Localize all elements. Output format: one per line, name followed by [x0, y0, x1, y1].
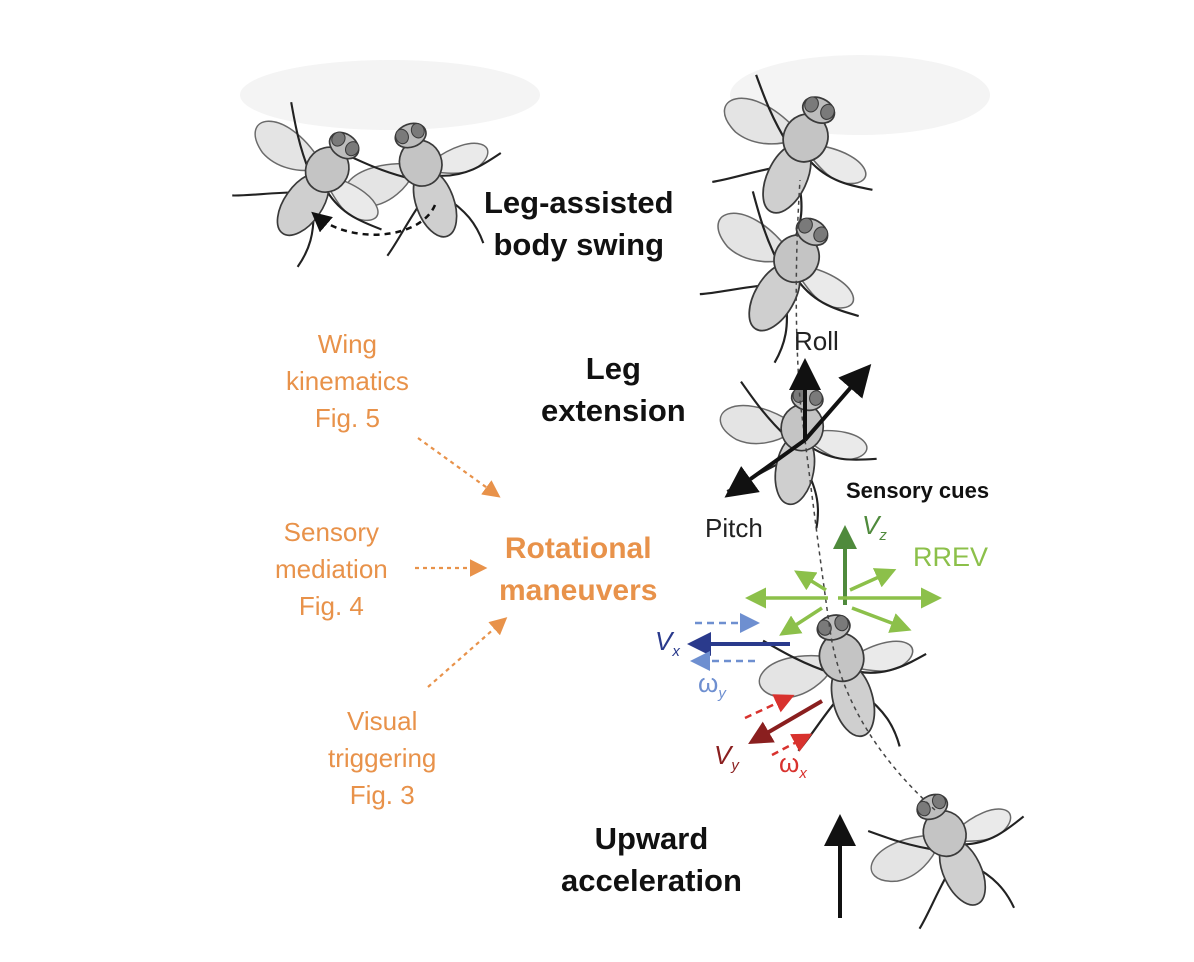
leg-extension-line2: extension: [541, 393, 686, 428]
sensory-line2: mediation: [275, 554, 388, 584]
leg-assisted-line1: Leg-assisted: [484, 185, 674, 220]
vz-main: V: [862, 510, 880, 540]
rotational-maneuvers-label: Rotational maneuvers: [499, 528, 657, 612]
wing-line3: Fig. 5: [314, 403, 380, 433]
upward-acceleration-label: Upward acceleration: [561, 818, 742, 902]
wx-arrow-bottom: [771, 733, 813, 757]
vx-sub: x: [672, 643, 680, 661]
leg-assisted-label: Leg-assisted body swing: [484, 182, 674, 266]
rotational-line1: Rotational: [504, 532, 652, 565]
leg-extension-line1: Leg: [585, 351, 641, 386]
visual-triggering-label: Visual triggering Fig. 3: [328, 703, 436, 814]
wx-arrow-top: [744, 694, 795, 720]
roll-diagonal-arrow: [803, 363, 872, 442]
fly-icon: [746, 593, 949, 779]
vz-label: Vz: [862, 510, 887, 544]
wy-main: ω: [698, 668, 719, 698]
wy-sub: y: [718, 685, 726, 703]
swing-arrow: [311, 204, 437, 236]
rrev-label: RREV: [913, 542, 989, 572]
wx-label: ωx: [779, 748, 807, 782]
vx-main: V: [655, 626, 673, 656]
rotational-line2: maneuvers: [499, 574, 658, 607]
pitch-arrow: [724, 438, 807, 498]
wx-sub: x: [799, 765, 807, 783]
visual-to-rotational-arrow: [427, 617, 508, 688]
leg-assisted-line2: body swing: [493, 227, 665, 262]
vz-sub: z: [879, 527, 887, 545]
rrev-arrows: [745, 568, 942, 636]
vy-sub: y: [731, 757, 739, 775]
wing-line2: kinematics: [286, 366, 409, 396]
sensory-mediation-label: Sensory mediation Fig. 4: [275, 514, 388, 625]
wing-line1: Wing: [317, 329, 378, 359]
sensory-cues-label: Sensory cues: [846, 478, 990, 503]
wing-kinematics-label: Wing kinematics Fig. 5: [286, 326, 409, 437]
vx-label: Vx: [655, 626, 680, 660]
wing-to-rotational-arrow: [417, 437, 501, 498]
roll-label: Roll: [794, 326, 839, 356]
visual-line3: Fig. 3: [349, 780, 415, 810]
vy-label: Vy: [714, 740, 739, 774]
wx-main: ω: [779, 748, 800, 778]
upward-line1: Upward: [594, 821, 709, 856]
pitch-label: Pitch: [705, 513, 763, 543]
visual-line1: Visual: [347, 706, 418, 736]
leg-extension-label: Leg extension: [541, 348, 686, 432]
sensory-line1: Sensory: [283, 517, 380, 547]
upward-line2: acceleration: [561, 863, 742, 898]
fly-icon: [851, 762, 1058, 957]
visual-line2: triggering: [328, 743, 437, 773]
vy-main: V: [714, 740, 732, 770]
fly-icon: [703, 371, 888, 538]
wy-label: ωy: [698, 668, 726, 702]
vy-arrow: [748, 699, 824, 745]
sensory-line3: Fig. 4: [298, 591, 364, 621]
